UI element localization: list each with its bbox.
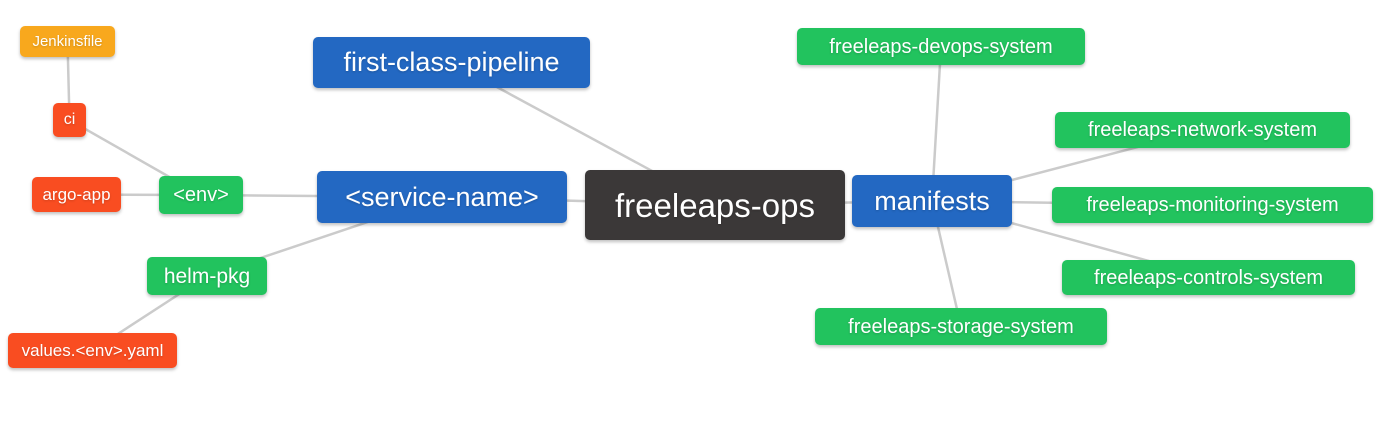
node-label: freeleaps-devops-system — [829, 35, 1053, 58]
node-label: argo-app — [42, 185, 111, 204]
node-manifests[interactable]: manifests — [852, 175, 1012, 227]
node-label: Jenkinsfile — [32, 33, 103, 50]
node-label: freeleaps-controls-system — [1094, 266, 1323, 289]
node-label: <service-name> — [345, 181, 539, 212]
node-argo-app[interactable]: argo-app — [32, 177, 121, 212]
node-first-class-pipeline[interactable]: first-class-pipeline — [313, 37, 590, 88]
node-label: ci — [63, 111, 76, 128]
node-service-name[interactable]: <service-name> — [317, 171, 567, 223]
node-label: first-class-pipeline — [343, 47, 560, 77]
node-helm-pkg[interactable]: helm-pkg — [147, 257, 267, 295]
node-label: freeleaps-ops — [615, 186, 815, 224]
node-label: freeleaps-network-system — [1088, 119, 1317, 141]
node-values-env-yaml[interactable]: values.<env>.yaml — [8, 333, 177, 368]
node-storage-system[interactable]: freeleaps-storage-system — [815, 308, 1107, 345]
node-label: manifests — [874, 185, 990, 216]
node-network-system[interactable]: freeleaps-network-system — [1055, 112, 1350, 148]
node-label: helm-pkg — [163, 264, 251, 288]
node-label: freeleaps-monitoring-system — [1086, 194, 1339, 216]
node-env[interactable]: <env> — [159, 176, 243, 214]
node-label: <env> — [173, 184, 229, 206]
node-devops-system[interactable]: freeleaps-devops-system — [797, 28, 1085, 65]
node-label: freeleaps-storage-system — [848, 315, 1074, 338]
node-jenkinsfile[interactable]: Jenkinsfile — [20, 26, 115, 57]
node-label: values.<env>.yaml — [21, 341, 164, 360]
node-ci[interactable]: ci — [53, 103, 86, 137]
node-monitoring-system[interactable]: freeleaps-monitoring-system — [1052, 187, 1373, 223]
node-controls-system[interactable]: freeleaps-controls-system — [1062, 260, 1355, 295]
node-freeleaps-ops[interactable]: freeleaps-ops — [585, 170, 845, 240]
